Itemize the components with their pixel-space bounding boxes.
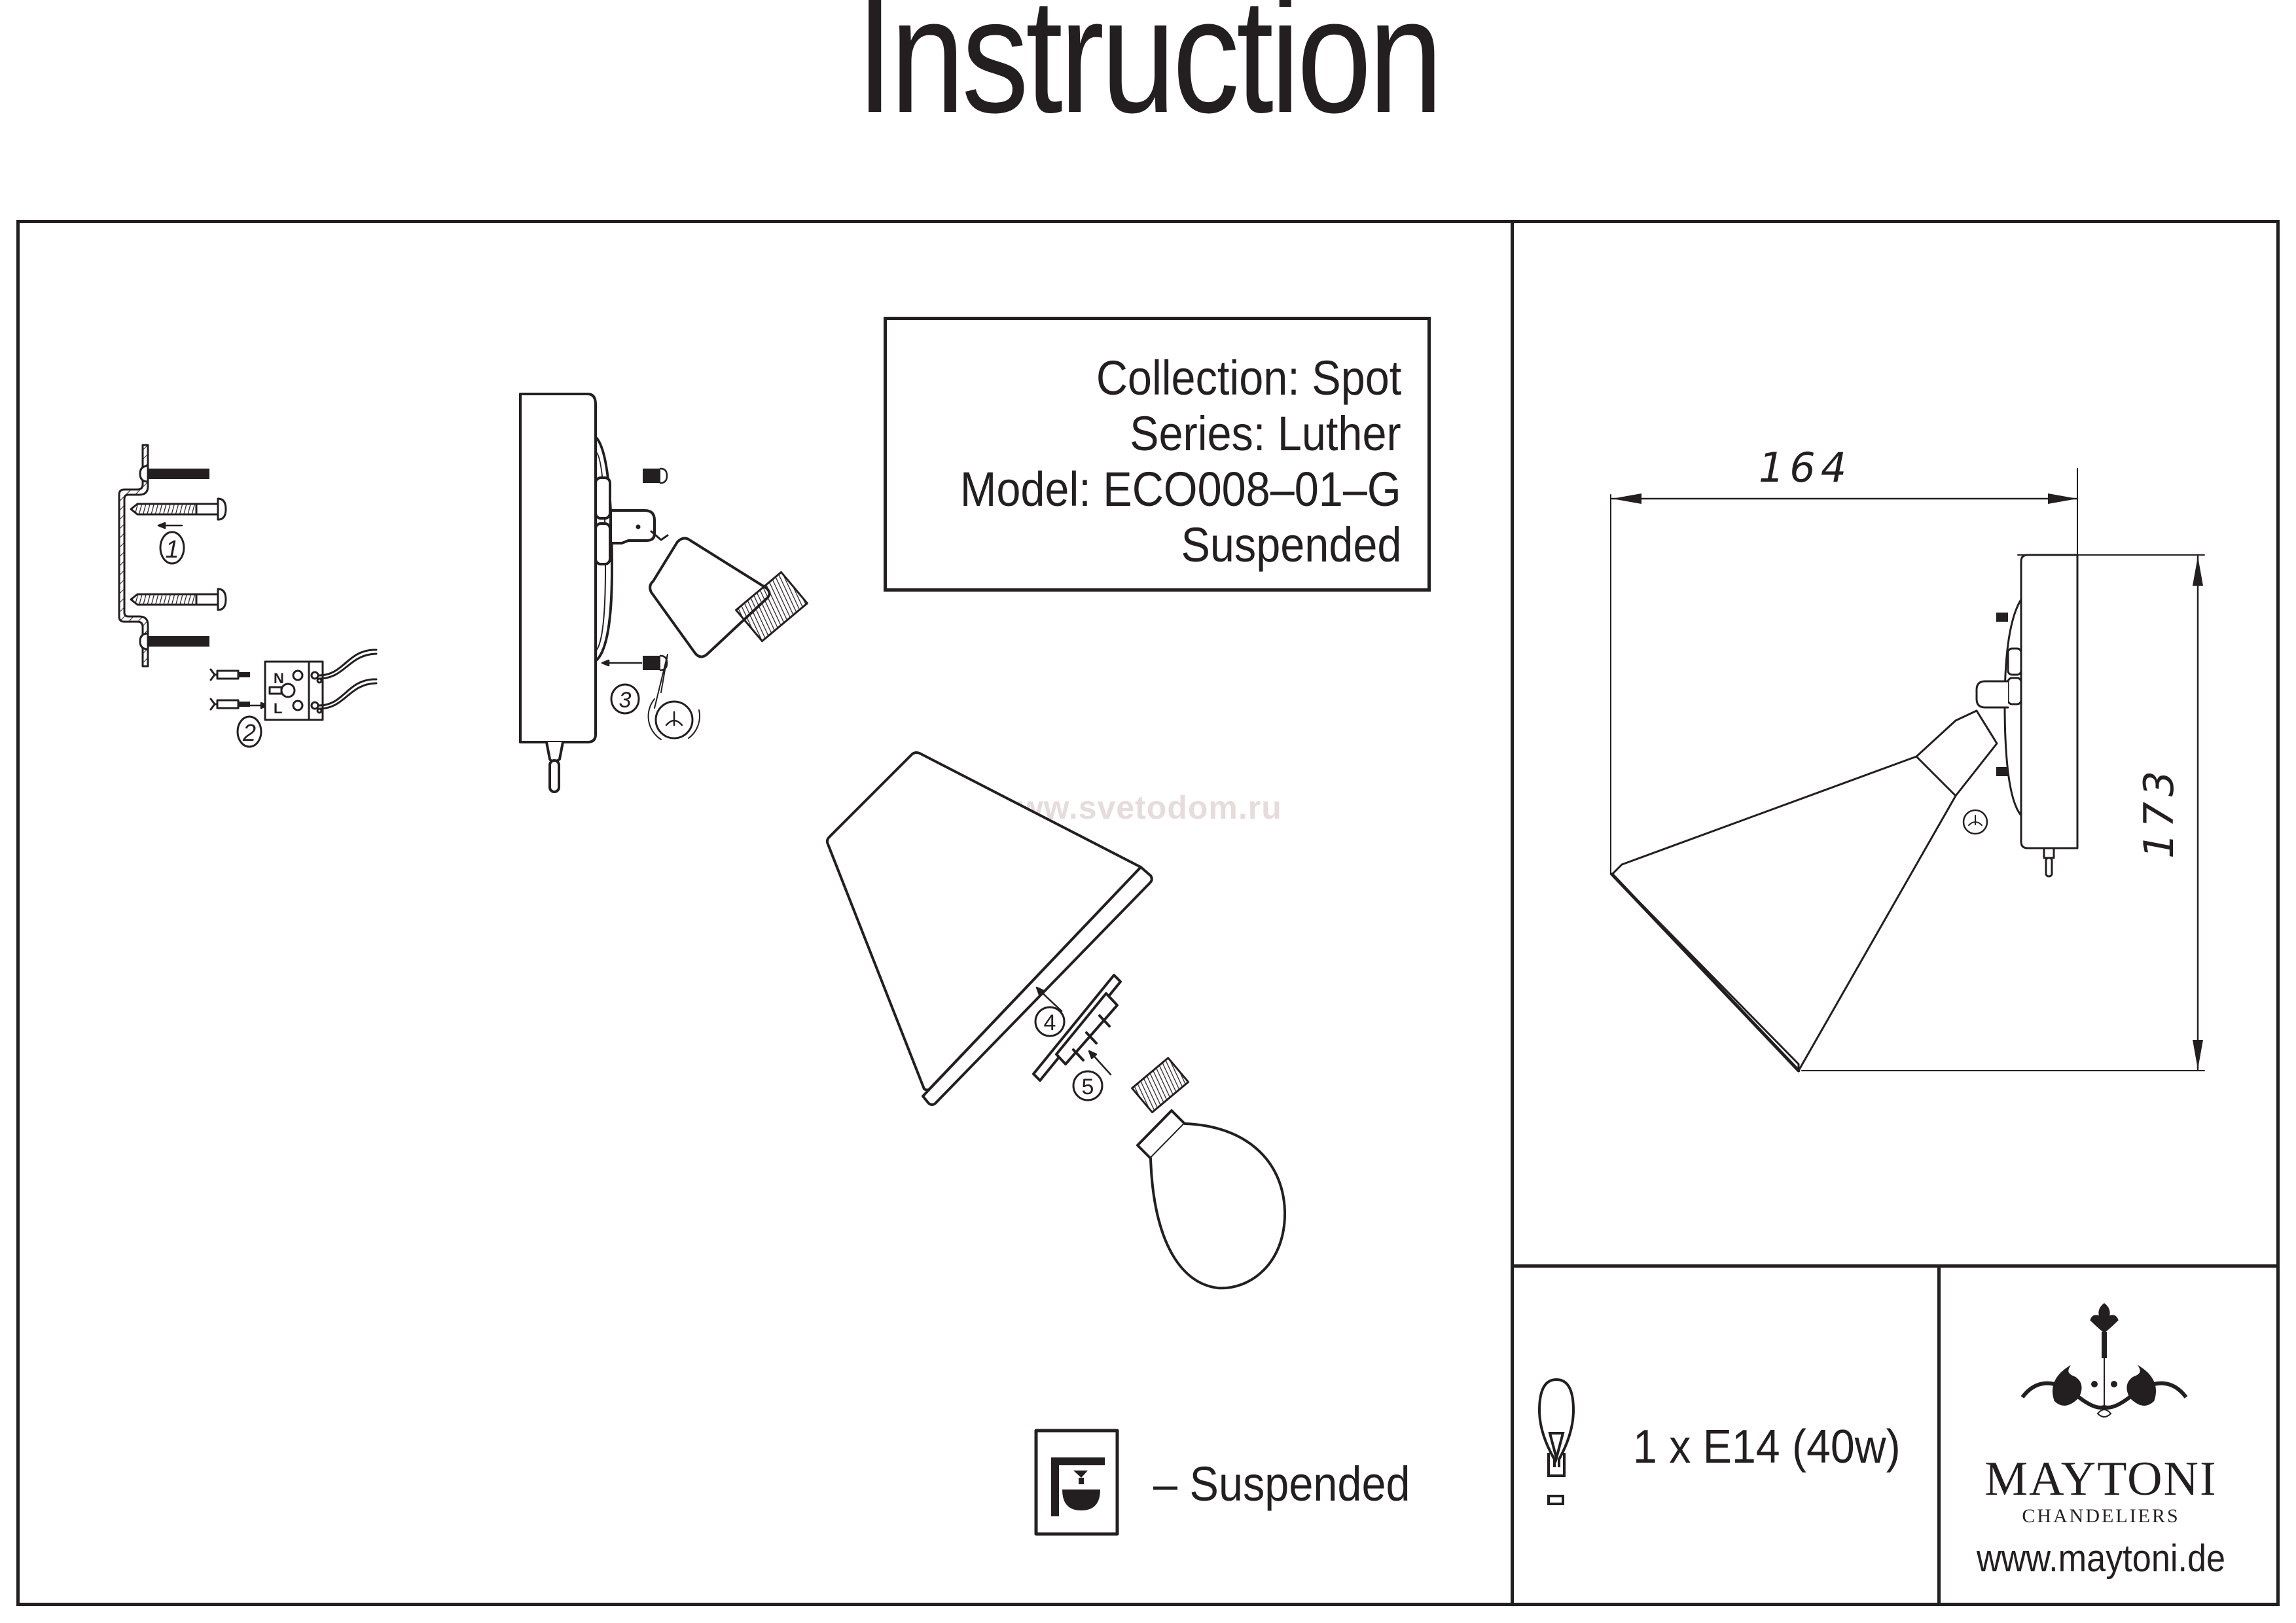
chandelier-logo-icon xyxy=(2020,1303,2188,1418)
divider-bottom-right xyxy=(1937,1264,1941,1606)
wall-screw-top xyxy=(130,497,227,521)
legend-suspended-label: – Suspended xyxy=(1153,1457,1410,1511)
step-5-marker: 5 xyxy=(1072,1070,1103,1101)
wall-plate xyxy=(519,393,613,793)
brand-marker-callout xyxy=(647,654,701,740)
terminal-label-live: L xyxy=(274,700,282,717)
light-bulb-icon xyxy=(1537,1378,1575,1505)
type-label: Suspended xyxy=(1180,518,1401,572)
step-2-marker: 2 xyxy=(236,715,262,748)
step-4-marker: 4 xyxy=(1034,1006,1066,1037)
wire-end-live xyxy=(209,698,250,711)
dimension-height-label: 173 xyxy=(2135,766,2183,859)
series-label: Series: Luther xyxy=(1130,406,1401,461)
model-label: Model: ECO008–01–G xyxy=(960,462,1401,516)
step-2-number: 2 xyxy=(242,719,256,746)
brand-url[interactable]: www.maytoni.de xyxy=(1976,1537,2226,1580)
dimension-width-label: 164 xyxy=(1759,444,1852,491)
wire-end-neutral xyxy=(209,668,250,681)
supply-wires xyxy=(317,649,378,710)
page-title: Instruction xyxy=(856,0,1443,147)
step-1-marker: 1 xyxy=(159,531,185,565)
divider-right-horizontal xyxy=(1511,1264,2280,1268)
swivel-arm xyxy=(609,509,669,544)
wall-screw-bottom xyxy=(130,588,227,611)
step-3-number: 3 xyxy=(619,688,632,713)
dimension-drawing: 164 173 xyxy=(1610,444,2205,1073)
retaining-ring xyxy=(1032,974,1122,1082)
step-4-number: 4 xyxy=(1044,1010,1056,1035)
socket-holder xyxy=(649,537,808,658)
brand-subtitle: CHANDELIERS xyxy=(2022,1505,2180,1527)
collection-label: Collection: Spot xyxy=(1096,351,1401,405)
divider-main-right xyxy=(1511,220,1514,1606)
bulb-spec-label: 1 x E14 (40w) xyxy=(1633,1421,1901,1473)
light-bulb xyxy=(1131,1057,1287,1290)
step-3-arrow xyxy=(601,659,643,667)
step-4-arrow xyxy=(1035,986,1063,1012)
brand-name: MAYTONI xyxy=(1984,1452,2217,1506)
step-5-number: 5 xyxy=(1082,1075,1094,1099)
step-3-marker: 3 xyxy=(610,683,640,715)
suspended-lamp-icon xyxy=(1034,1429,1119,1536)
cap-nut-bottom xyxy=(643,654,668,671)
step-1-arrow xyxy=(157,522,183,529)
bracket-bolt-bottom xyxy=(139,632,209,651)
terminal-block: N L xyxy=(264,660,324,721)
step-5-arrow xyxy=(1088,1050,1112,1076)
bracket-bolt-top xyxy=(139,465,209,483)
lamp-shade xyxy=(825,751,1153,1106)
outer-frame xyxy=(16,220,2280,1606)
product-info-box: Collection: Spot Series: Luther Model: E… xyxy=(884,317,1431,592)
terminal-label-neutral: N xyxy=(274,670,284,687)
cap-nut-top xyxy=(643,467,668,484)
step-1-number: 1 xyxy=(165,536,179,563)
